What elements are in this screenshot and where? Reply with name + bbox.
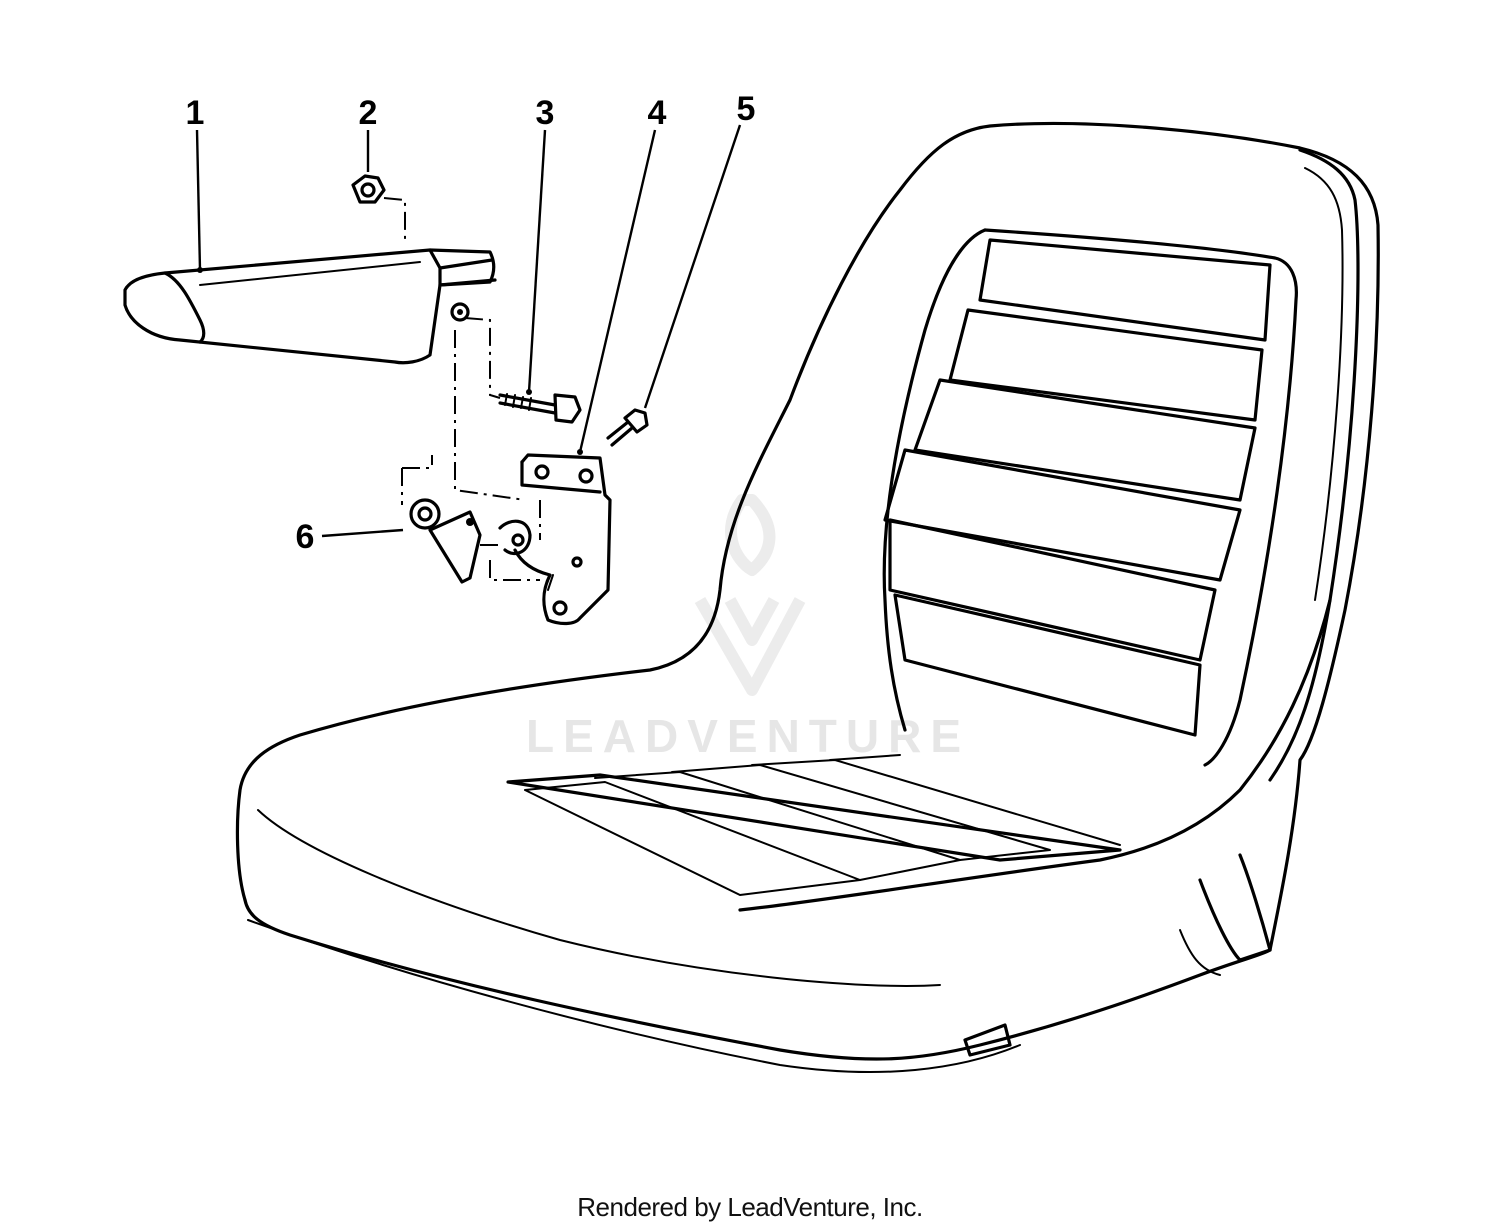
spacer-drawing [409,498,532,584]
callout-3: 3 [536,94,555,132]
footer-credit: Rendered by LeadVenture, Inc. [577,1192,923,1222]
callouts: 1 2 3 4 5 6 [186,90,756,556]
callout-4: 4 [648,94,667,132]
screw-drawing [606,408,649,447]
leader-4 [578,129,657,453]
leader-5 [643,124,742,409]
callout-5: 5 [737,90,756,128]
callout-2: 2 [359,94,378,132]
leader-3 [527,129,547,393]
leader-6 [321,528,404,538]
leader-1 [195,129,202,271]
nut-drawing [351,174,386,204]
seat-drawing [235,121,1380,1074]
callout-1: 1 [186,94,205,132]
armrest-drawing [123,248,497,365]
callout-6: 6 [296,518,315,556]
bolt-drawing [498,393,582,424]
watermark-text: LEADVENTURE [526,710,970,762]
leader-lines [195,124,742,538]
alignment-lines [383,197,541,581]
bracket-drawing [513,453,612,626]
